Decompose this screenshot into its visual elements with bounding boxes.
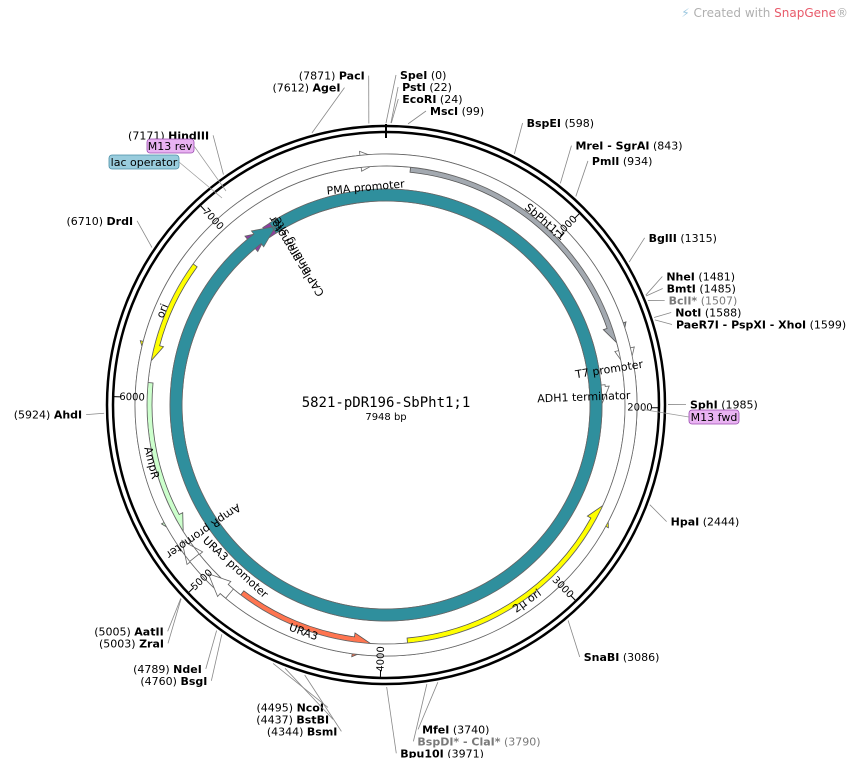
site-label-ndei: (4789) NdeI: [133, 663, 202, 676]
site-leader-bglii: [628, 237, 645, 263]
site-label-bglii: BglII (1315): [649, 232, 717, 245]
primer-m13-rev: M13 rev: [146, 138, 227, 192]
site-label-snabi: SnaBI (3086): [584, 651, 660, 664]
feature-cap-binding-site: [169, 188, 603, 622]
feature-label-sbpht1-1: SbPht1;1: [522, 201, 568, 243]
primer-m13-fwd-label: M13 fwd: [691, 411, 738, 424]
site-label-sphi: SphI (1985): [690, 398, 758, 411]
site-leader-hindiii: [212, 135, 224, 175]
tick-mark: [573, 212, 581, 219]
site-leader-zrai: [167, 598, 182, 644]
plasmid-name: 5821-pDR196-SbPht1;1: [302, 395, 471, 411]
site-leader-bspdi-clai: [413, 683, 428, 742]
feature-ura3-promoter: [207, 573, 234, 599]
primer-m13-rev-label: M13 rev: [148, 140, 193, 153]
site-label-noti: NotI (1588): [675, 306, 741, 319]
site-label-nhei: NheI (1481): [666, 270, 735, 283]
watermark-prefix: Created with: [693, 6, 775, 20]
site-label-bstbi: (4437) BstBI: [256, 713, 329, 726]
site-leader-spei: [385, 74, 397, 124]
site-label-msci: MscI (99): [430, 105, 484, 118]
site-leader-bsmi: [304, 674, 342, 732]
snapgene-watermark: ⚡︎ Created with SnapGene®: [681, 6, 848, 20]
site-label-hpai: HpaI (2444): [671, 516, 740, 529]
site-label-bspdi-clai: BspDI* - ClaI* (3790): [417, 735, 540, 748]
site-label-bmti: BmtI (1485): [667, 282, 736, 295]
site-label-mfei: MfeI (3740): [422, 723, 489, 736]
site-leader-hpai: [649, 504, 667, 522]
site-label-bsmi: (4344) BsmI: [267, 725, 338, 738]
site-leader-mrei-sgrai: [559, 145, 572, 184]
site-label-zrai: (5003) ZraI: [99, 637, 164, 650]
watermark-suffix: ®: [836, 6, 848, 20]
site-label-psti: PstI (22): [402, 81, 452, 94]
feature-sbpht1-1: [409, 155, 627, 348]
tick-mark: [570, 594, 577, 602]
tick-label: 6000: [119, 392, 145, 404]
site-label-paer7i-pspxi-xhoi: PaeR7I - PspXI - XhoI (1599): [676, 318, 846, 331]
site-leader-msci: [407, 110, 427, 125]
feature-ampr-promoter: [134, 153, 638, 657]
site-label-ahdi: (5924) AhdI: [14, 409, 82, 422]
site-leader-snabi: [567, 620, 581, 658]
site-label-paci: (7871) PacI: [299, 70, 365, 83]
site-label-mrei-sgrai: MreI - SgrAI (843): [575, 140, 682, 153]
site-leader-psti: [390, 86, 399, 124]
annotation-lac-operator: lac operator: [108, 154, 223, 199]
tick-label: 4000: [376, 646, 388, 672]
site-label-ecori: EcoRI (24): [402, 93, 462, 106]
site-leader-bstbi: [284, 668, 334, 720]
site-label-pmli: PmlI (934): [592, 155, 652, 168]
site-leader-agei: [311, 87, 345, 134]
site-label-bpu10i: Bpu10I (3971): [400, 747, 484, 758]
site-leader-drdi: [136, 220, 153, 248]
feature-layer: [134, 150, 638, 658]
site-leader-bmti: [645, 288, 663, 297]
site-leader-ecori: [390, 98, 399, 124]
watermark-icon: ⚡︎: [681, 6, 694, 20]
site-leader-paer7i-pspxi-xhoi: [654, 319, 673, 325]
site-leader-ndei: [205, 630, 218, 669]
site-leader-ahdi: [86, 412, 105, 416]
tick-mark: [199, 204, 206, 212]
site-leader-bspei: [514, 122, 523, 155]
site-label-drdi: (6710) DrdI: [66, 215, 133, 228]
primer-m13-fwd: M13 fwd: [639, 408, 740, 425]
feature-label-ori: ori: [154, 302, 172, 320]
site-leader-bsgi: [210, 634, 223, 681]
site-label-bcli: BclI* (1507): [669, 294, 738, 307]
watermark-brand: SnapGene: [774, 6, 836, 20]
lac-operator-label: lac operator: [111, 156, 178, 169]
site-leader-ncoi: [272, 663, 329, 708]
site-leader-bpu10i: [386, 686, 397, 754]
site-label-agei: (7612) AgeI: [272, 82, 340, 95]
site-label-bsgi: (4760) BsgI: [140, 675, 207, 688]
feature-label-adh1-terminator: ADH1 terminator: [537, 389, 631, 405]
site-leader-mfei: [417, 682, 439, 730]
tick-mark: [187, 587, 195, 594]
tick-label: 2000: [627, 402, 653, 413]
site-leader-pmli: [575, 160, 589, 197]
site-label-aatii: (5005) AatII: [94, 625, 163, 638]
site-label-bspei: BspEI (598): [527, 117, 595, 130]
site-leader-noti: [653, 312, 672, 318]
site-label-spei: SpeI (0): [400, 69, 446, 82]
site-leader-nhei: [645, 276, 663, 296]
plasmid-length: 7948 bp: [365, 412, 406, 423]
site-label-ncoi: (4495) NcoI: [256, 701, 323, 714]
site-leader-aatii: [167, 598, 182, 632]
feature-label-cap-binding-site: CAP binding site: [271, 214, 328, 298]
